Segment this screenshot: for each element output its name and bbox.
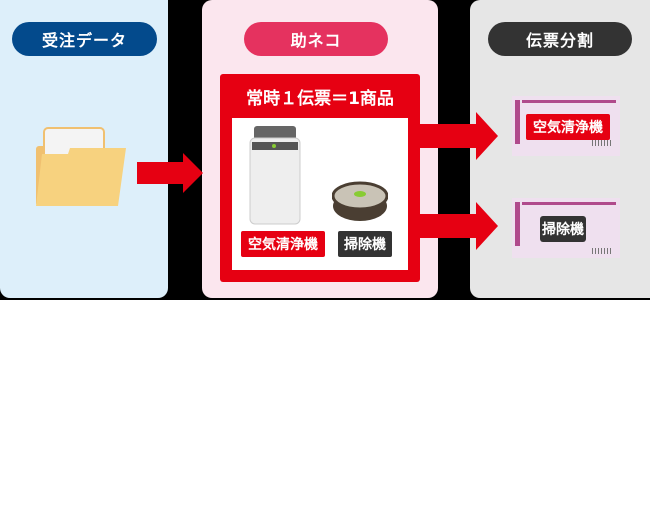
slip-air-purifier: 空気清浄機 (512, 96, 620, 156)
arrow-right-icon (418, 202, 498, 250)
rule-title: 常時１伝票＝1商品 (246, 89, 394, 109)
products-area: 空気清浄機 掃除機 (232, 118, 408, 270)
product-tag-air-purifier: 空気清浄機 (241, 231, 325, 257)
rule-box: 常時１伝票＝1商品 空気清浄機 掃除機 (220, 74, 420, 282)
air-purifier-icon (249, 126, 301, 225)
slip-tag: 掃除機 (540, 216, 586, 242)
product-tag-vacuum: 掃除機 (338, 231, 392, 257)
slip-vacuum: 掃除機 (512, 198, 620, 258)
robot-vacuum-icon (332, 181, 388, 221)
slip-split-heading: 伝票分割 (488, 22, 632, 56)
arrow-right-icon (418, 112, 498, 160)
order-data-heading: 受注データ (12, 22, 157, 56)
slip-tag: 空気清浄機 (526, 114, 610, 140)
arrow-right-icon (137, 153, 203, 193)
folder-icon (36, 127, 126, 206)
sukeneko-heading: 助ネコ (244, 22, 388, 56)
